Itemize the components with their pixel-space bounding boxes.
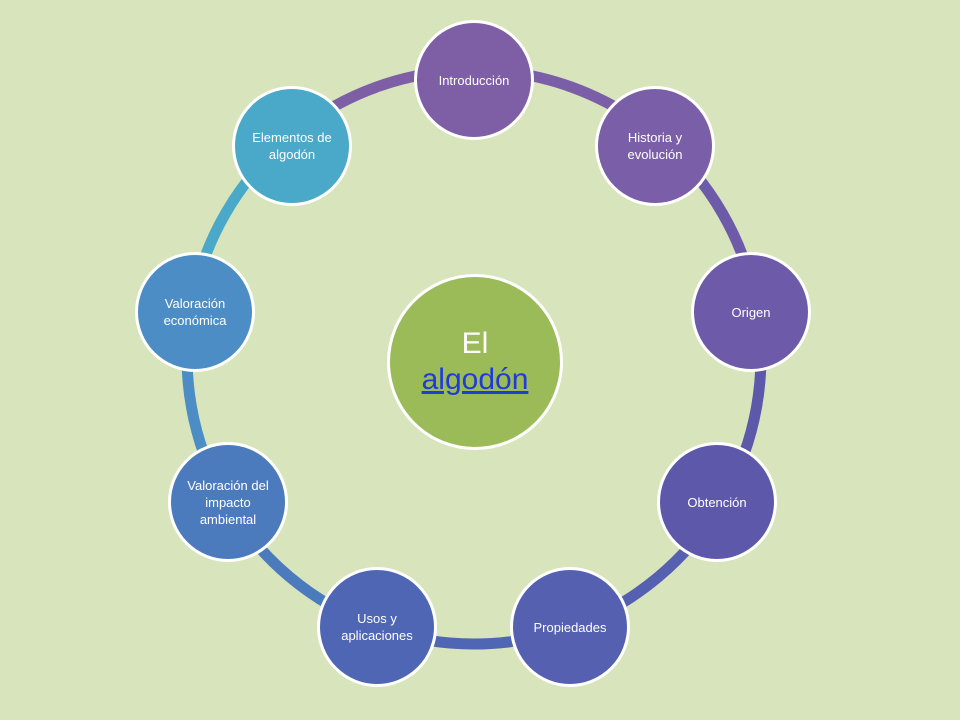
algodon-link[interactable]: algodón bbox=[421, 363, 529, 396]
node-label: Valoración económica bbox=[163, 296, 227, 328]
node-usos-aplicaciones: Usos y aplicaciones bbox=[317, 567, 437, 687]
node-label: Propiedades bbox=[533, 619, 607, 635]
node-label: Obtención bbox=[687, 494, 747, 510]
node-propiedades: Propiedades bbox=[510, 567, 630, 687]
node-label: Usos y aplicaciones bbox=[341, 611, 413, 643]
node-origen: Origen bbox=[691, 252, 811, 372]
node-obtencion: Obtención bbox=[657, 442, 777, 562]
node-label: Origen bbox=[731, 304, 771, 320]
node-label: Historia y evolución bbox=[627, 130, 683, 162]
node-introduccion: Introducción bbox=[414, 20, 534, 140]
node-label: Valoración del impacto ambiental bbox=[187, 477, 269, 527]
center-node: El algodón bbox=[387, 274, 563, 450]
node-historia-evolucion: Historia y evolución bbox=[595, 86, 715, 206]
node-label: Introducción bbox=[438, 72, 510, 88]
node-elementos-algodon: Elementos de algodón bbox=[232, 86, 352, 206]
node-valoracion-impacto-ambiental: Valoración del impacto ambiental bbox=[168, 442, 288, 562]
center-prefix: El bbox=[461, 327, 489, 360]
node-valoracion-economica: Valoración económica bbox=[135, 252, 255, 372]
node-label: Elementos de algodón bbox=[252, 130, 332, 162]
